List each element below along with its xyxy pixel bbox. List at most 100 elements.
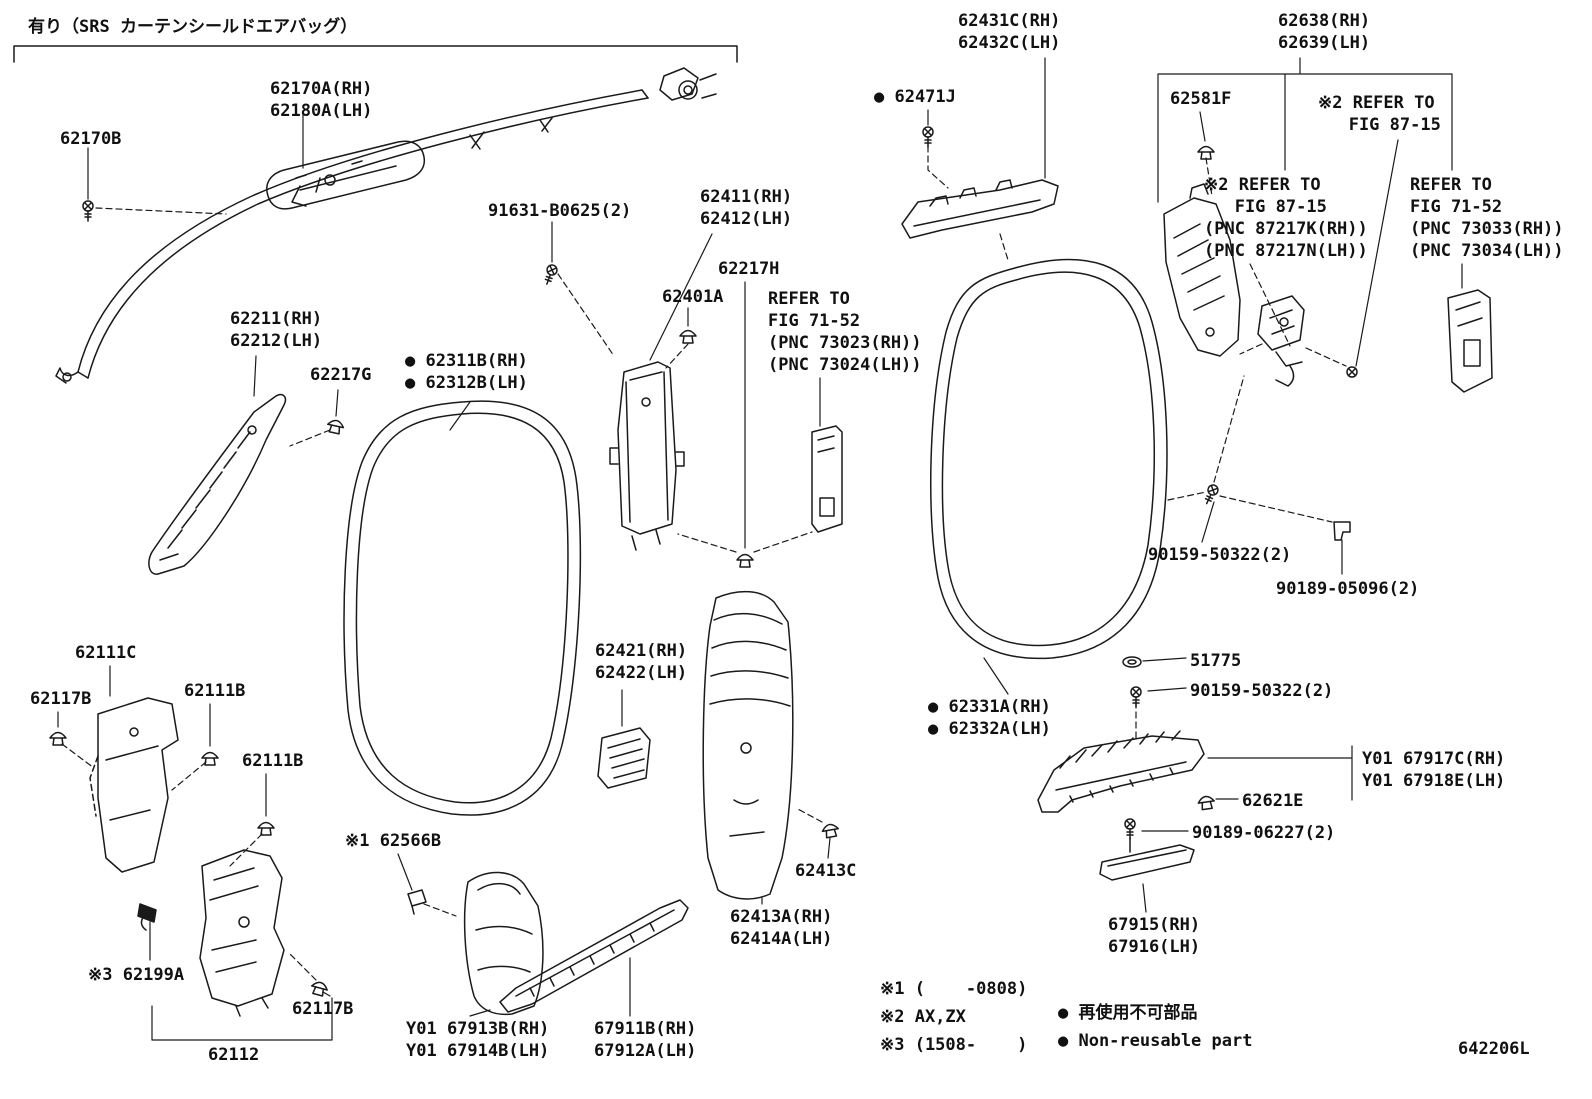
part-number-text: 62431C(RH) bbox=[958, 11, 1061, 31]
part-number-text: 62414A(LH) bbox=[730, 929, 833, 949]
part-label-62421-62422: 62421(RH)62422(LH) bbox=[595, 640, 687, 684]
part-number-text: ● 62471J bbox=[874, 87, 956, 107]
part-cowl-side-spat bbox=[463, 871, 544, 1016]
clip-62217g-icon bbox=[325, 418, 346, 436]
part-number-text: 67915(RH) bbox=[1108, 915, 1201, 935]
part-label-62638-62639: 62638(RH)62639(LH) bbox=[1278, 10, 1370, 54]
part-number-text: (PNC 87217N(LH)) bbox=[1204, 241, 1368, 261]
part-number-text: 62112 bbox=[208, 1045, 260, 1065]
part-label-62311b-62312b: ● 62311B(RH)● 62312B(LH) bbox=[405, 350, 528, 394]
part-rear-sill-protector bbox=[1099, 844, 1195, 881]
clip-62581f-icon bbox=[1197, 145, 1215, 160]
part-number-text: 62413C bbox=[795, 861, 857, 881]
legend-note-3: ※3 (1508- ) bbox=[880, 1035, 1028, 1055]
part-label-62411-62412: 62411(RH)62412(LH) bbox=[700, 186, 792, 230]
part-belt-anchor-cover-rear bbox=[1447, 289, 1493, 393]
clip-62401a-icon bbox=[679, 329, 697, 344]
srs-airbag-note: 有り（SRS カーテンシールドエアバッグ） bbox=[28, 17, 358, 37]
part-number-text: Y01 67913B(RH) bbox=[406, 1019, 550, 1039]
part-number-text: 62117B bbox=[292, 999, 354, 1019]
part-number-text: 91631-B0625(2) bbox=[488, 201, 632, 221]
clip-90189-05096-icon bbox=[1333, 521, 1351, 541]
part-label-62199a: ※3 62199A bbox=[88, 964, 184, 986]
part-label-62621e: 62621E bbox=[1242, 790, 1303, 812]
part-number-text: 62401A bbox=[662, 287, 724, 307]
part-number-text: 62211(RH) bbox=[230, 309, 323, 329]
part-label-67917c-67918e: Y01 67917C(RH)Y01 67918E(LH) bbox=[1362, 748, 1505, 792]
part-a-pillar-garnish bbox=[148, 393, 287, 575]
clip-62566b-icon bbox=[407, 889, 427, 915]
part-number-text: 62411(RH) bbox=[700, 187, 793, 207]
part-label-62117b-lower: 62117B bbox=[292, 998, 353, 1020]
part-number-text: 62581F bbox=[1170, 89, 1232, 109]
fastener-90159-upper-icon bbox=[1201, 482, 1221, 507]
part-number-text: FIG 87-15 bbox=[1318, 115, 1441, 135]
drawing-code: 642206L bbox=[1458, 1039, 1530, 1059]
part-label-51775: 51775 bbox=[1190, 650, 1241, 672]
part-label-90159-50322-lower: 90159-50322(2) bbox=[1190, 680, 1333, 702]
part-label-62331a-62332a: ● 62331A(RH)● 62332A(LH) bbox=[928, 696, 1051, 740]
part-label-62413c: 62413C bbox=[795, 860, 856, 882]
part-front-pillar-lower-trim bbox=[199, 849, 285, 1017]
part-number-text: ※3 62199A bbox=[88, 965, 185, 985]
part-number-text: 62639(LH) bbox=[1278, 33, 1371, 53]
part-rear-door-weatherstrip bbox=[930, 258, 1168, 660]
part-number-text: ※2 REFER TO bbox=[1318, 93, 1435, 113]
part-number-text: (PNC 73033(RH)) bbox=[1410, 219, 1564, 239]
part-label-62117b-upper: 62117B bbox=[30, 688, 91, 710]
part-label-62471j: ● 62471J bbox=[874, 86, 956, 108]
part-number-text: 62111B bbox=[242, 751, 304, 771]
part-number-text: REFER TO bbox=[768, 289, 850, 309]
part-label-62112: 62112 bbox=[208, 1044, 259, 1066]
part-b-pillar-upper-garnish bbox=[609, 361, 685, 551]
part-number-text: (PNC 73024(LH)) bbox=[768, 355, 922, 375]
part-number-text: ● 62311B(RH) bbox=[405, 351, 528, 371]
grommet-51775-icon bbox=[1122, 656, 1142, 668]
part-label-62111c: 62111C bbox=[75, 642, 136, 664]
part-number-text: 62412(LH) bbox=[700, 209, 793, 229]
part-cowl-side-trim bbox=[89, 697, 179, 873]
part-number-text: 67911B(RH) bbox=[594, 1019, 697, 1039]
part-label-62581f: 62581F bbox=[1170, 88, 1231, 110]
part-label-67911b-67912a: 67911B(RH)67912A(LH) bbox=[594, 1018, 696, 1062]
part-number-text: (PNC 73023(RH)) bbox=[768, 333, 922, 353]
part-label-62170b: 62170B bbox=[60, 128, 121, 150]
part-number-text: 62180A(LH) bbox=[270, 101, 373, 121]
part-belt-anchor-cover-front bbox=[811, 425, 843, 533]
part-number-text: (PNC 87217K(RH)) bbox=[1204, 219, 1368, 239]
part-rear-scuff-plate bbox=[1037, 730, 1205, 813]
part-label-91631-b0625: 91631-B0625(2) bbox=[488, 200, 631, 222]
part-number-text: ● 62331A(RH) bbox=[928, 697, 1051, 717]
part-front-scuff-plate bbox=[499, 899, 689, 1013]
part-label-62217g: 62217G bbox=[310, 364, 371, 386]
fastener-62170b-icon bbox=[82, 200, 94, 222]
part-number-text: FIG 87-15 bbox=[1204, 197, 1327, 217]
part-number-text: 62170A(RH) bbox=[270, 79, 373, 99]
part-number-text: 62217G bbox=[310, 365, 372, 385]
part-number-text: 67912A(LH) bbox=[594, 1041, 697, 1061]
legend-nonreusable-jp: ● 再使用不可部品 bbox=[1058, 1003, 1198, 1023]
part-label-67913b-67914b: Y01 67913B(RH)Y01 67914B(LH) bbox=[406, 1018, 549, 1062]
part-label-62566b: ※1 62566B bbox=[345, 830, 441, 852]
part-number-text: REFER TO bbox=[1410, 175, 1492, 195]
part-label-62413a-62414a: 62413A(RH)62414A(LH) bbox=[730, 906, 832, 950]
part-number-text: ※1 62566B bbox=[345, 831, 442, 851]
clip-62111b-lower-icon bbox=[257, 821, 275, 836]
clip-62217h-icon bbox=[736, 553, 754, 568]
part-number-text: 62621E bbox=[1242, 791, 1304, 811]
part-number-text: ※2 REFER TO bbox=[1204, 175, 1321, 195]
fastener-91631-icon bbox=[541, 262, 560, 287]
part-label-62211-62212: 62211(RH)62212(LH) bbox=[230, 308, 322, 352]
legend-note-1: ※1 ( -0808) bbox=[880, 979, 1028, 999]
part-number-text: 67916(LH) bbox=[1108, 937, 1201, 957]
part-vent-garnish bbox=[597, 727, 651, 789]
part-label-62431c-62432c: 62431C(RH)62432C(LH) bbox=[958, 10, 1060, 54]
part-label-90189-06227: 90189-06227(2) bbox=[1192, 822, 1335, 844]
leader-lines bbox=[57, 57, 1463, 1041]
part-label-62111b-upper: 62111B bbox=[184, 680, 245, 702]
part-label-refer-fig87-15-top: ※2 REFER TO FIG 87-15 bbox=[1318, 92, 1441, 136]
clip-62117b-upper-icon bbox=[49, 731, 67, 746]
